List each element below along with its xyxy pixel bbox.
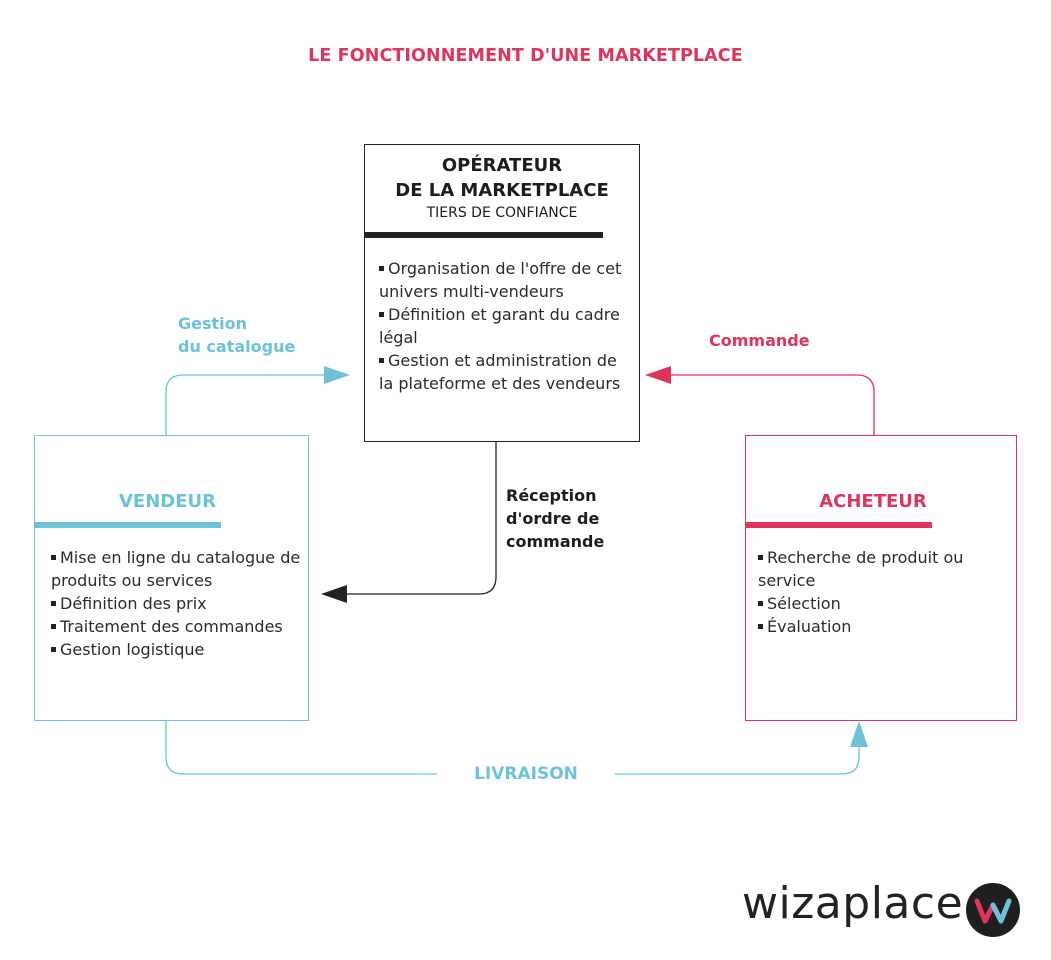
operator-subtitle: TIERS DE CONFIANCE [426, 205, 578, 221]
bullet-icon [379, 312, 384, 317]
gestion-arrowhead [324, 366, 350, 384]
vendor-title: VENDEUR [118, 491, 216, 512]
bullet-icon [51, 624, 56, 629]
list-item: Gestion et administration de la platefor… [379, 349, 629, 395]
list-item-text: Gestion et administration de la platefor… [379, 351, 621, 393]
commande-label: Commande [709, 331, 810, 350]
bullet-icon [379, 358, 384, 363]
vendor-divider [34, 522, 221, 528]
commande-connector [665, 374, 875, 435]
vendor-list: Mise en ligne du catalogue de produits o… [51, 546, 306, 661]
reception-arrowhead [321, 585, 347, 603]
bullet-icon [758, 624, 763, 629]
bullet-icon [758, 555, 763, 560]
list-item-text: Évaluation [767, 617, 852, 636]
list-item: Traitement des commandes [51, 615, 306, 638]
list-item: Définition des prix [51, 592, 306, 615]
gestion-catalogue-label: Gestion du catalogue [178, 312, 295, 358]
reception-connector [340, 442, 497, 595]
operator-divider [364, 232, 603, 238]
bullet-icon [51, 647, 56, 652]
list-item: Gestion logistique [51, 638, 306, 661]
bullet-icon [51, 601, 56, 606]
bullet-icon [51, 555, 56, 560]
list-item: Recherche de produit ou service [758, 546, 1013, 592]
reception-label: Réception d'ordre de commande [506, 484, 604, 553]
list-item: Évaluation [758, 615, 1013, 638]
gestion-label-line2: du catalogue [178, 337, 296, 356]
wizaplace-logo-text: wizaplace [742, 878, 964, 929]
gestion-connector [165, 374, 330, 435]
livraison-label: LIVRAISON [437, 763, 615, 786]
operator-title-line1: OPÉRATEUR [441, 155, 563, 176]
bullet-icon [758, 601, 763, 606]
list-item: Définition et garant du cadre légal [379, 303, 629, 349]
list-item: Sélection [758, 592, 1013, 615]
commande-arrowhead [645, 366, 671, 384]
operator-title-line2: DE LA MARKETPLACE [395, 180, 609, 201]
buyer-box: ACHETEUR Recherche de produit ou service… [745, 435, 1017, 721]
buyer-title: ACHETEUR [819, 491, 927, 512]
operator-box: OPÉRATEUR DE LA MARKETPLACE TIERS DE CON… [364, 144, 640, 442]
list-item-text: Mise en ligne du catalogue de produits o… [51, 548, 301, 590]
list-item-text: Traitement des commandes [60, 617, 283, 636]
vendor-box: VENDEUR Mise en ligne du catalogue de pr… [34, 435, 309, 721]
livraison-arrowhead [850, 721, 868, 747]
list-item-text: Définition des prix [60, 594, 207, 613]
diagram-title: LE FONCTIONNEMENT D'UNE MARKETPLACE [308, 46, 743, 66]
buyer-list: Recherche de produit ou service Sélectio… [758, 546, 1013, 638]
wizaplace-logo-icon [966, 883, 1020, 937]
list-item-text: Définition et garant du cadre légal [379, 305, 620, 347]
bullet-icon [379, 266, 384, 271]
list-item-text: Recherche de produit ou service [758, 548, 964, 590]
list-item: Organisation de l'offre de cet univers m… [379, 257, 629, 303]
operator-list: Organisation de l'offre de cet univers m… [379, 257, 629, 395]
reception-label-line1: Réception [506, 486, 597, 505]
reception-label-line2: d'ordre de [506, 509, 600, 528]
list-item-text: Gestion logistique [60, 640, 205, 659]
list-item-text: Organisation de l'offre de cet univers m… [379, 259, 622, 301]
buyer-divider [745, 522, 932, 528]
reception-label-line3: commande [506, 532, 605, 551]
list-item: Mise en ligne du catalogue de produits o… [51, 546, 306, 592]
list-item-text: Sélection [767, 594, 841, 613]
gestion-label-line1: Gestion [178, 314, 248, 333]
